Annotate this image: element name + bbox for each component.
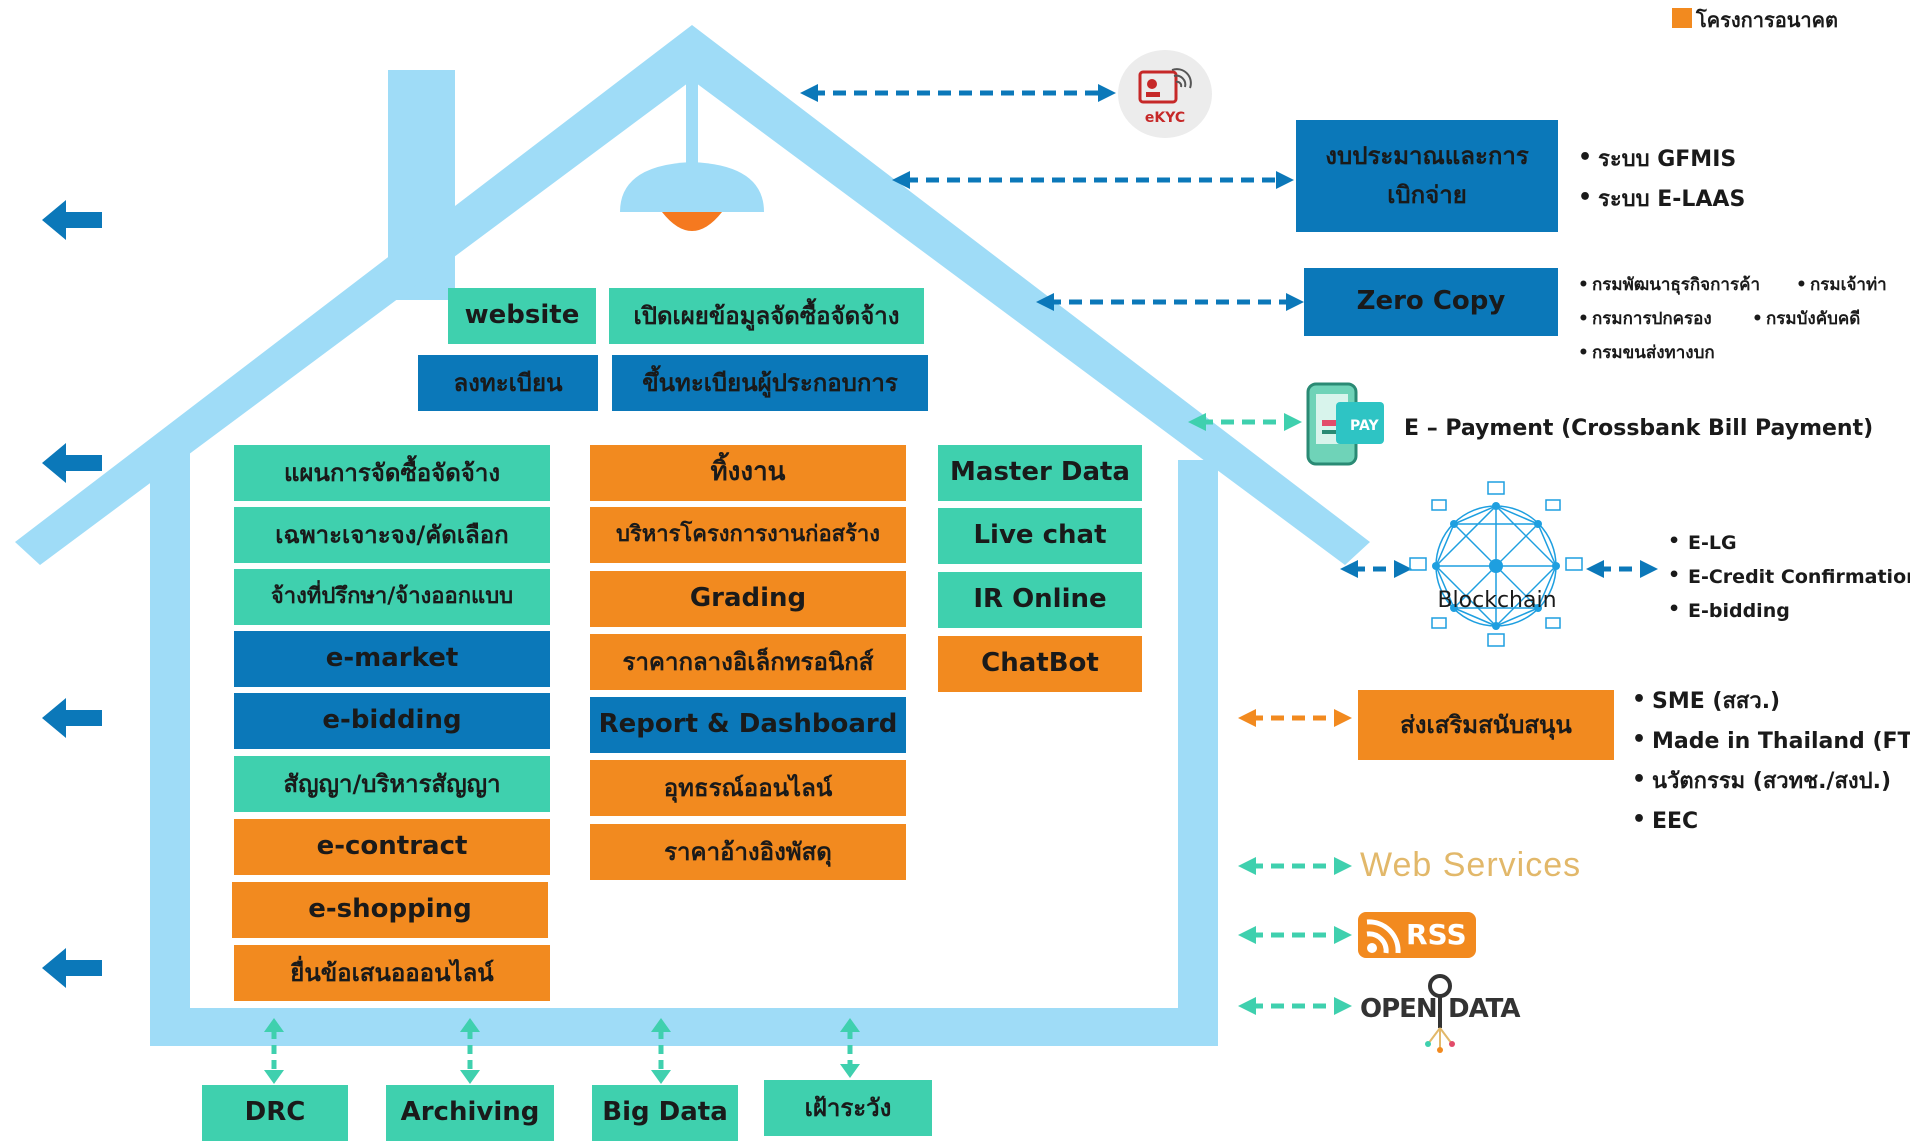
col1-item[interactable]: สัญญา/บริหารสัญญา (234, 756, 550, 812)
col3-item[interactable]: Master Data (938, 445, 1142, 501)
col3-item[interactable]: ChatBot (938, 636, 1142, 692)
col1-item[interactable]: e-bidding (234, 693, 550, 749)
blockchain-label: Blockchain (1437, 588, 1557, 613)
drc-box[interactable]: DRC (202, 1085, 348, 1141)
col2-item[interactable]: บริหารโครงการงานก่อสร้าง (590, 507, 906, 563)
vendor-register-box[interactable]: ขึ้นทะเบียนผู้ประกอบการ (612, 355, 928, 411)
list-item: กรมการปกครอง (1592, 309, 1712, 329)
left-arrow-icon (42, 443, 102, 483)
legend-swatch (1672, 8, 1692, 28)
col2-item[interactable]: Report & Dashboard (590, 697, 906, 753)
col2-item[interactable]: ราคากลางอิเล็กทรอนิกส์ (590, 634, 906, 690)
fingerprint-id-icon (1138, 68, 1192, 104)
archiving-box[interactable]: Archiving (386, 1085, 554, 1141)
budget-list: ระบบ GFMIS ระบบ E-LAAS (1578, 138, 1745, 220)
list-item: EEC (1632, 800, 1910, 842)
col1-item[interactable]: ยื่นข้อเสนอออนไลน์ (234, 945, 550, 1001)
left-arrows (42, 200, 102, 988)
list-item: นวัตกรรม (สวทช./สงป.) (1632, 760, 1910, 802)
list-item: Made in Thailand (FTI) (1632, 720, 1910, 762)
blockchain-graphic[interactable]: Blockchain (1408, 478, 1586, 648)
payment-phone-icon[interactable]: PAY (1306, 382, 1386, 468)
payment-label: E – Payment (Crossbank Bill Payment) (1404, 416, 1874, 441)
list-item: กรมขนส่งทางบก (1592, 343, 1715, 363)
budget-title-line1: งบประมาณและการ (1325, 142, 1529, 171)
list-item: กรมพัฒนาธุรกิจการค้า (1592, 275, 1761, 295)
zero-copy-box[interactable]: Zero Copy (1304, 268, 1558, 336)
open-data-right: DATA (1448, 994, 1521, 1024)
col1-item[interactable]: แผนการจัดซื้อจัดจ้าง (234, 445, 550, 501)
monitoring-box[interactable]: เฝ้าระวัง (764, 1080, 932, 1136)
rss-label: RSS (1406, 918, 1467, 951)
list-bullet: • (1578, 309, 1589, 329)
budget-box[interactable]: งบประมาณและการ เบิกจ่าย (1296, 120, 1558, 232)
promotion-box[interactable]: ส่งเสริมสนับสนุน (1358, 690, 1614, 760)
col1-item[interactable]: จ้างที่ปรึกษา/จ้างออกแบบ (234, 569, 550, 625)
list-item: กรมเจ้าท่า (1810, 275, 1887, 295)
col1-item[interactable]: e-market (234, 631, 550, 687)
col3-item[interactable]: Live chat (938, 508, 1142, 564)
left-arrow-icon (42, 200, 102, 240)
budget-title-line2: เบิกจ่าย (1387, 181, 1467, 209)
disclosure-box[interactable]: เปิดเผยข้อมูลจัดซื้อจัดจ้าง (609, 288, 924, 344)
col3-item[interactable]: IR Online (938, 572, 1142, 628)
legend-label: โครงการอนาคต (1696, 8, 1838, 32)
open-data-left: OPEN (1360, 994, 1438, 1024)
big-data-box[interactable]: Big Data (592, 1085, 738, 1141)
website-box[interactable]: website (448, 288, 596, 344)
col2-item[interactable]: อุทธรณ์ออนไลน์ (590, 760, 906, 816)
list-item: SME (สสว.) (1632, 680, 1910, 722)
list-item: E-Credit Confirmation (1668, 558, 1910, 594)
list-item: ระบบ E-LAAS (1578, 178, 1745, 220)
ekyc-logo[interactable]: eKYC (1118, 50, 1212, 138)
pay-badge: PAY (1350, 418, 1379, 434)
rss-icon (1366, 919, 1401, 954)
promotion-list: SME (สสว.) Made in Thailand (FTI) นวัตกร… (1632, 680, 1910, 842)
col2-item[interactable]: ทิ้งงาน (590, 445, 906, 501)
open-data-key-icon (1425, 974, 1455, 1053)
blockchain-list: E-LG E-Credit Confirmation E-bidding (1668, 524, 1910, 628)
left-arrow-icon (42, 698, 102, 738)
list-item: E-LG (1668, 524, 1910, 560)
open-data-logo[interactable]: OPEN DATA (1360, 972, 1521, 1056)
col1-item[interactable]: เฉพาะเจาะจง/คัดเลือก (234, 507, 550, 563)
register-box[interactable]: ลงทะเบียน (418, 355, 598, 411)
list-item: ระบบ GFMIS (1578, 138, 1745, 180)
list-bullet: • (1796, 275, 1807, 295)
list-bullet: • (1578, 343, 1589, 363)
left-arrow-icon (42, 948, 102, 988)
list-bullet: • (1578, 275, 1589, 295)
col2-item[interactable]: Grading (590, 571, 906, 627)
web-services-logo[interactable]: Web Services (1360, 846, 1582, 884)
network-globe-icon (1409, 481, 1583, 647)
list-item: กรมบังคับคดี (1766, 309, 1861, 329)
col1-item[interactable]: e-contract (234, 819, 550, 875)
list-bullet: • (1752, 309, 1763, 329)
col1-item[interactable]: e-shopping (232, 882, 548, 938)
list-item: E-bidding (1668, 592, 1910, 628)
ekyc-label: eKYC (1144, 110, 1186, 126)
rss-logo[interactable]: RSS (1358, 912, 1476, 958)
col2-item[interactable]: ราคาอ้างอิงพัสดุ (590, 824, 906, 880)
